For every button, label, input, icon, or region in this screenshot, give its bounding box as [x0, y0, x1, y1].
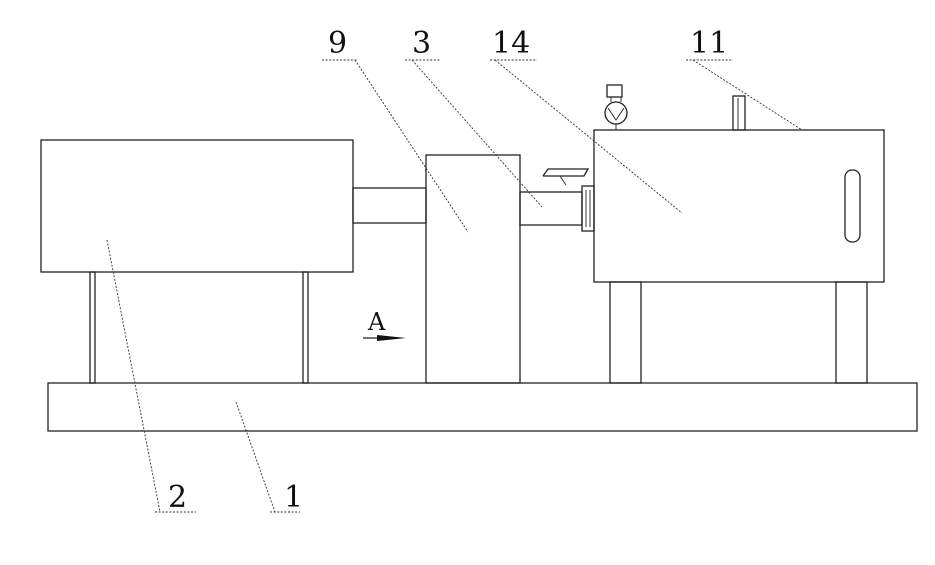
leader-2 — [107, 240, 160, 512]
valve-cap — [607, 85, 622, 97]
right-box — [594, 130, 884, 282]
coupling-flange — [582, 186, 594, 231]
shaft-bracket — [543, 169, 588, 176]
left-block — [41, 140, 353, 272]
right-box-leg-left — [610, 282, 641, 383]
part-label-11: 11 — [690, 26, 728, 61]
part-label-1: 1 — [284, 480, 303, 515]
vent-pipe — [733, 96, 745, 130]
leader-14 — [495, 60, 682, 213]
sight-window — [845, 170, 860, 242]
leader-3 — [412, 60, 542, 207]
part-label-2: 2 — [168, 480, 187, 515]
shaft-right-segment — [520, 192, 582, 225]
leader-9 — [355, 60, 468, 232]
leader-1 — [236, 402, 275, 512]
shaft-left-segment — [353, 188, 426, 223]
left-block-leg-right — [303, 272, 308, 383]
view-marker-label: A — [367, 308, 386, 336]
part-label-3: 3 — [412, 26, 431, 61]
middle-block — [426, 155, 520, 383]
bracket-stem — [560, 176, 566, 185]
part-label-9: 9 — [328, 26, 347, 61]
base-plate — [48, 383, 917, 431]
right-box-leg-right — [836, 282, 867, 383]
valve-symbol-icon — [608, 108, 624, 120]
left-block-leg-left — [90, 272, 95, 383]
part-label-14: 14 — [492, 26, 530, 61]
leader-11 — [693, 60, 802, 130]
